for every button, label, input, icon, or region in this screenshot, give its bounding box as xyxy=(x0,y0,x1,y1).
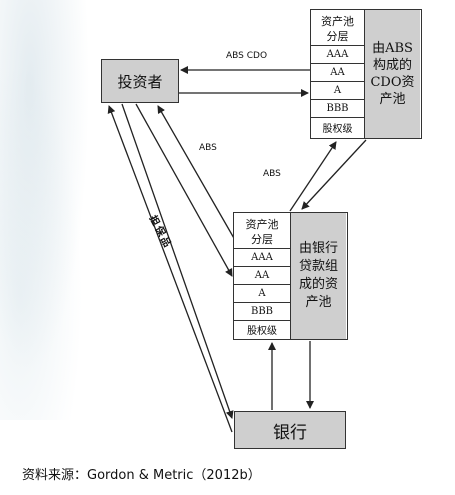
cdo-asset-pool: 资产池 分层 AAA AA A BBB 股权级 由ABS 构成的 CDO资 产池 xyxy=(310,9,422,139)
bank-header-line-1: 资产池 xyxy=(245,217,279,231)
cdo-tranche-equity: 股权级 xyxy=(311,118,364,137)
bank-tranche-equity: 股权级 xyxy=(234,321,290,338)
cdo-pool-description: 由ABS 构成的 CDO资 产池 xyxy=(364,10,420,138)
cdo-tranche-aaa-label: AAA xyxy=(326,49,349,60)
bank-tranche-aa: AA xyxy=(234,267,290,285)
bank-side-line-1: 由银行 xyxy=(298,241,338,256)
bank-tranche-equity-label: 股权级 xyxy=(247,326,277,337)
cdo-tranche-aa-label: AA xyxy=(330,67,345,78)
arrow-bankpool-to-cdo xyxy=(289,141,337,212)
cdo-tranche-a-label: A xyxy=(333,85,342,96)
cdo-tranche-a: A xyxy=(311,82,364,100)
cdo-tranche-equity-label: 股权级 xyxy=(322,124,353,135)
bank-tranche-aaa: AAA xyxy=(234,249,290,267)
background-wash xyxy=(0,0,100,420)
cdo-tranche-aa: AA xyxy=(311,64,364,82)
bank-tranche-a: A xyxy=(234,285,290,303)
bank-pool-description: 由银行 贷款组 成的资 产池 xyxy=(290,213,346,339)
arrow-investor-to-bankpool xyxy=(135,103,233,277)
bank-side-line-2: 贷款组 xyxy=(298,259,338,274)
bank-tranche-bbb-label: BBB xyxy=(250,306,274,317)
cdo-side-line-2: 构成的 xyxy=(372,58,412,73)
bank-tranche-bbb: BBB xyxy=(234,303,290,321)
arrow-investor-to-bank xyxy=(121,103,234,419)
bank-tranche-a-label: A xyxy=(258,288,266,299)
bank-tranche-aaa-label: AAA xyxy=(251,252,273,263)
cdo-side-line-4: 产池 xyxy=(379,92,406,107)
cdo-side-line-1: 由ABS xyxy=(372,41,413,56)
edge-label-abs-cdo: ABS CDO xyxy=(226,51,268,61)
arrow-bank-to-investor xyxy=(107,105,233,433)
edge-label-abs-left: ABS xyxy=(199,143,217,153)
bank-side-line-3: 成的资 xyxy=(298,277,338,292)
cdo-side-line-3: CDO资 xyxy=(370,75,415,90)
arrow-cdo-to-bankpool xyxy=(301,139,367,210)
investor-node: 投资者 xyxy=(101,59,179,103)
cdo-pool-header: 资产池 分层 xyxy=(311,10,364,46)
bank-node: 银行 xyxy=(234,411,346,449)
arrow-bankpool-to-investor xyxy=(157,105,236,241)
bank-side-line-4: 产池 xyxy=(305,295,332,310)
cdo-tranche-bbb: BBB xyxy=(311,100,364,118)
bank-loan-asset-pool: 资产池 分层 AAA AA A BBB 股权级 由银行 贷款组 成的资 产池 xyxy=(233,212,348,340)
cdo-tranche-bbb-label: BBB xyxy=(326,103,349,114)
source-caption: 资料来源：Gordon & Metric（2012b） xyxy=(22,468,261,483)
bank-pool-header: 资产池 分层 xyxy=(234,213,290,249)
edge-label-abs-right: ABS xyxy=(263,169,281,179)
cdo-header-line-2: 分层 xyxy=(326,29,349,43)
investor-label: 投资者 xyxy=(117,72,163,91)
cdo-header-line-1: 资产池 xyxy=(321,14,354,28)
bank-label: 银行 xyxy=(273,422,307,443)
bank-tranche-aa-label: AA xyxy=(254,270,270,281)
bank-header-line-2: 分层 xyxy=(251,232,273,246)
cdo-tranche-aaa: AAA xyxy=(311,46,364,64)
